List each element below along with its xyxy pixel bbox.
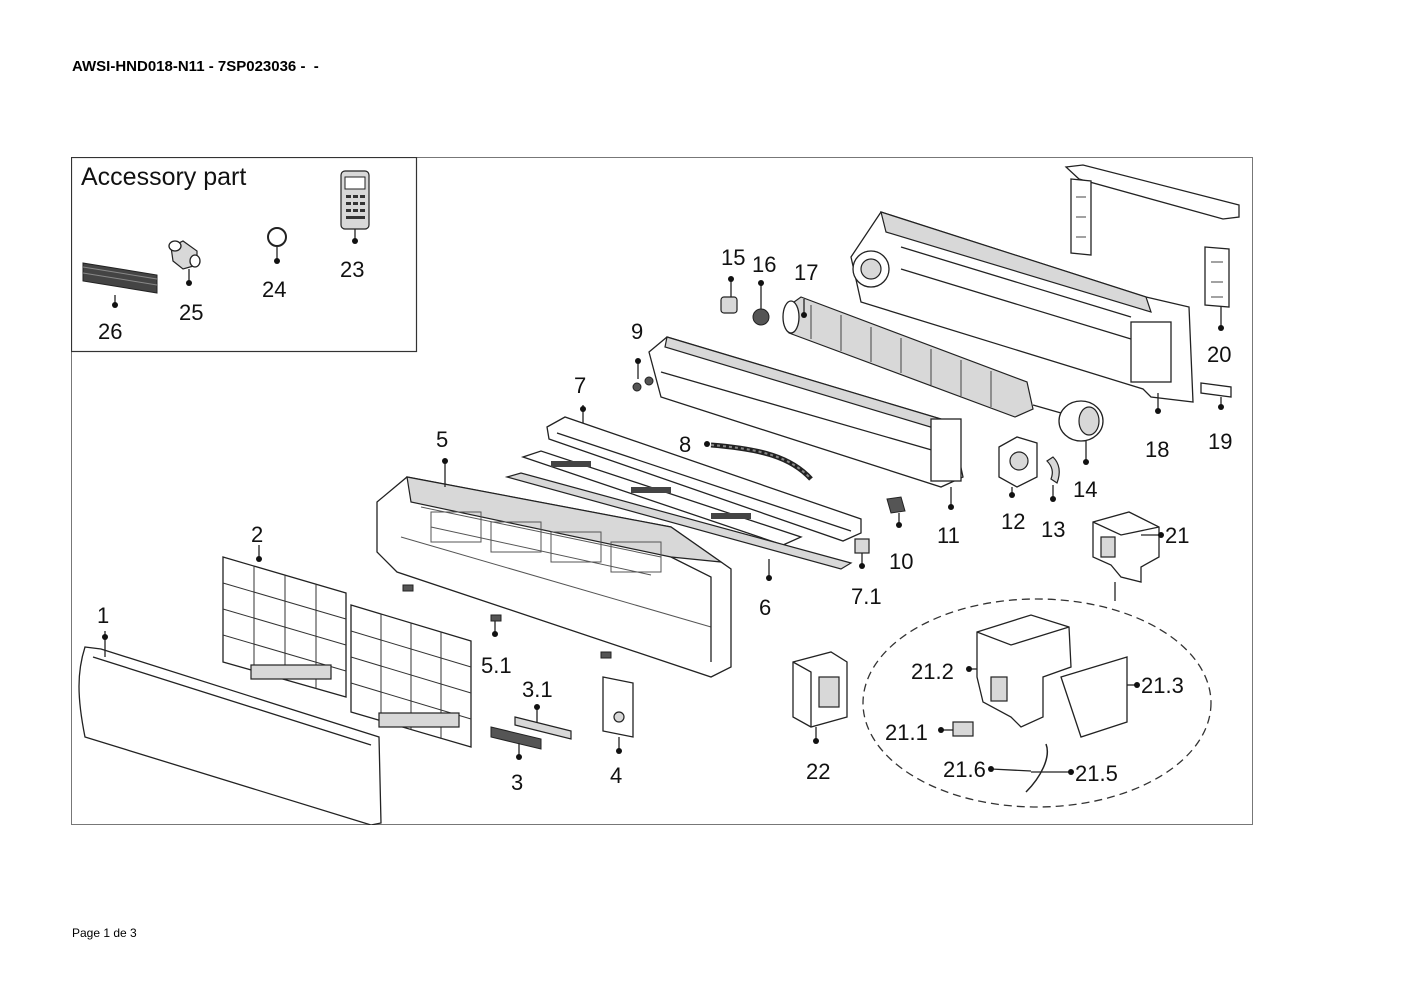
part-2-air-filter-second xyxy=(350,604,472,748)
label-20: 20 xyxy=(1207,342,1231,367)
label-16: 16 xyxy=(752,252,776,277)
label-2: 2 xyxy=(251,522,263,547)
label-10: 10 xyxy=(889,549,913,574)
part-23-remote-control: 23 xyxy=(340,170,370,282)
label-14: 14 xyxy=(1073,477,1097,502)
label-21-6: 21.6 xyxy=(943,757,986,782)
part-16-bearing: 16 xyxy=(752,252,776,326)
part-11-evaporator: 11 xyxy=(648,336,964,548)
label-7: 7 xyxy=(574,373,586,398)
accessory-title: Accessory part xyxy=(81,163,246,191)
label-9: 9 xyxy=(631,319,643,344)
label-26: 26 xyxy=(98,319,122,344)
part-21-5-sensor-wire: 21.5 xyxy=(1025,743,1118,793)
part-2-air-filter: 2 xyxy=(222,522,347,698)
exploded-parts-diagram: Accessory part 26 25 24 xyxy=(71,157,1253,825)
document-title: AWSI-HND018-N11 - 7SP023036 - - xyxy=(72,58,319,75)
label-18: 18 xyxy=(1145,437,1169,462)
label-8: 8 xyxy=(679,432,691,457)
part-15-bearing-holder: 15 xyxy=(720,245,745,314)
label-21-5: 21.5 xyxy=(1075,761,1118,786)
part-8-pipe-assembly: 8 xyxy=(679,432,813,481)
label-13: 13 xyxy=(1041,517,1065,542)
label-21-2: 21.2 xyxy=(911,659,954,684)
part-21-6-sensor: 21.6 xyxy=(943,757,1032,782)
accessory-panel: Accessory part 26 25 24 xyxy=(71,157,418,353)
diagram-frame xyxy=(71,157,1253,825)
label-5-1: 5.1 xyxy=(481,653,512,678)
part-26-filter-strip: 26 xyxy=(82,262,158,344)
label-19: 19 xyxy=(1208,429,1232,454)
label-25: 25 xyxy=(179,300,203,325)
part-20-mounting-plate: 20 xyxy=(1064,164,1240,367)
part-22-electric-box-cover: 22 xyxy=(792,651,848,784)
label-3: 3 xyxy=(511,770,523,795)
part-25-drain-elbow: 25 xyxy=(168,240,203,325)
part-5-1-cover: 5.1 xyxy=(402,584,612,678)
label-4: 4 xyxy=(610,763,622,788)
part-21-1-terminal-block: 21.1 xyxy=(885,720,974,745)
page-number: Page 1 de 3 xyxy=(72,926,137,940)
label-21-3: 21.3 xyxy=(1141,673,1184,698)
part-7-1-stepping-motor: 7.1 xyxy=(851,538,882,609)
part-21-electric-box: 21 xyxy=(1092,511,1189,601)
part-24-ring: 24 xyxy=(262,227,287,302)
part-18-chassis: 18 xyxy=(850,211,1194,462)
part-7-louver-assembly: 7 xyxy=(546,373,862,542)
part-13-clip: 13 xyxy=(1041,456,1065,542)
part-10-holder: 10 xyxy=(886,496,913,574)
label-21: 21 xyxy=(1165,523,1189,548)
part-5-front-case: 5 xyxy=(376,427,732,678)
label-7-1: 7.1 xyxy=(851,584,882,609)
part-3-1-display-bracket: 3.1 xyxy=(522,677,553,723)
part-9-screws: 9 xyxy=(631,319,654,392)
part-4-cover-plate: 4 xyxy=(602,676,634,788)
label-12: 12 xyxy=(1001,509,1025,534)
detail-callout-ellipse xyxy=(862,598,1212,808)
part-14-fan-motor: 14 xyxy=(1032,400,1104,502)
label-22: 22 xyxy=(806,759,830,784)
part-21-3-insulation-sheet: 21.3 xyxy=(1060,656,1184,738)
label-5: 5 xyxy=(436,427,448,452)
part-3-display-board: 3 xyxy=(490,716,572,795)
swing-blade-row xyxy=(520,450,803,546)
part-21-2-electric-box-body: 21.2 xyxy=(911,614,1072,728)
label-11: 11 xyxy=(937,523,960,548)
part-1-front-panel: 1 xyxy=(78,603,382,825)
label-3-1: 3.1 xyxy=(522,677,553,702)
part-19-clip: 19 xyxy=(1200,382,1232,454)
label-15: 15 xyxy=(721,245,745,270)
label-23: 23 xyxy=(340,257,364,282)
label-24: 24 xyxy=(262,277,286,302)
label-17: 17 xyxy=(794,260,818,285)
label-1: 1 xyxy=(97,603,109,628)
part-17-crossflow-fan: 17 xyxy=(782,260,1034,418)
part-12-motor-clamp: 12 xyxy=(998,436,1038,534)
part-6-horizontal-louver: 6 xyxy=(504,472,853,620)
label-6: 6 xyxy=(759,595,771,620)
label-21-1: 21.1 xyxy=(885,720,928,745)
